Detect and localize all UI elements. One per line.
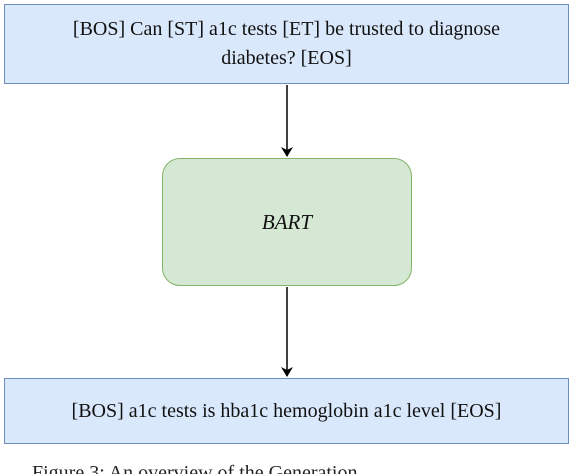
input-sequence-text: [BOS] Can [ST] a1c tests [ET] be trusted… <box>72 18 501 69</box>
figure-caption: Figure 3: An overview of the Generation <box>0 454 574 474</box>
model-label: BART <box>261 209 313 234</box>
caption-text: Figure 3: An overview of the Generation <box>32 462 358 474</box>
output-sequence-text: [BOS] a1c tests is hba1c hemoglobin a1c … <box>71 399 502 422</box>
input-sequence-box: [BOS] Can [ST] a1c tests [ET] be trusted… <box>4 4 569 84</box>
output-sequence-box: [BOS] a1c tests is hba1c hemoglobin a1c … <box>4 378 569 444</box>
bart-model-box: BART <box>162 158 412 286</box>
